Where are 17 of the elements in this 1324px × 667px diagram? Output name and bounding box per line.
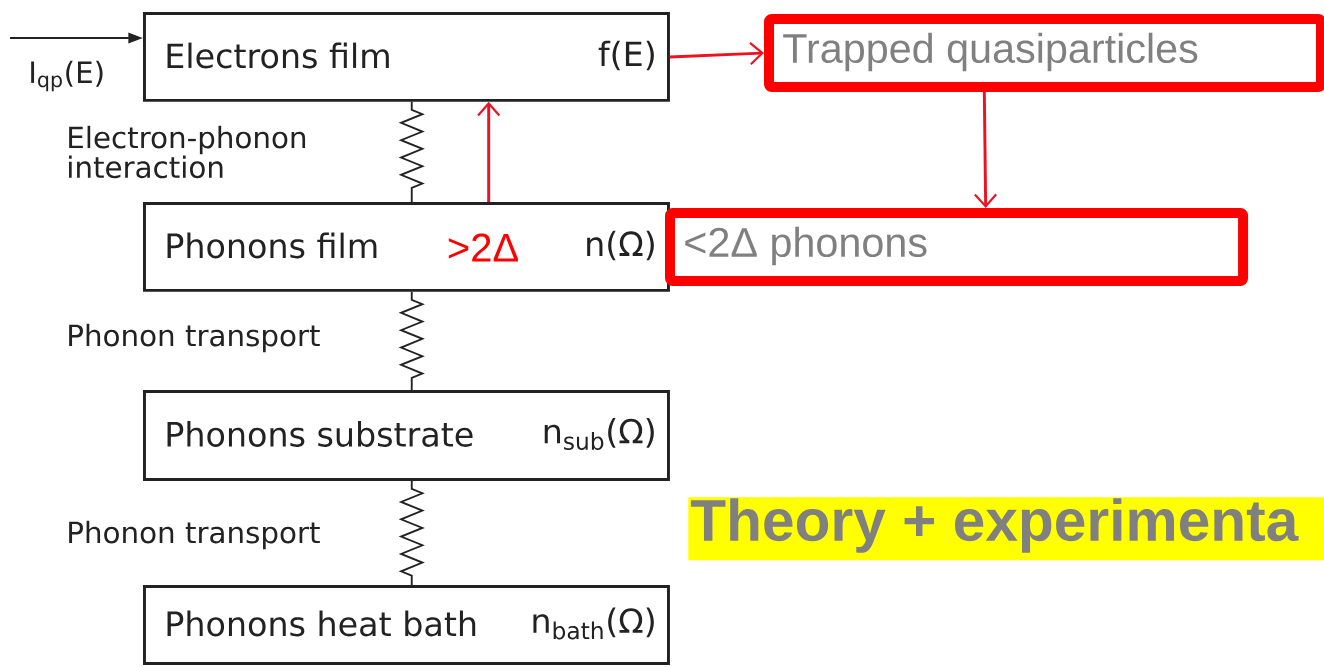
spring-line [398,480,425,586]
process-box: Phonons substrate n$_{sub}$(Ω) [143,390,670,481]
highlight-box: Trapped quasiparticles [764,14,1324,92]
arrow [974,92,997,208]
process-box: Phonons heat bath n$_{bath}$(Ω) [143,585,670,665]
highlighted-heading: Theory + experimenta [688,497,1324,561]
spring-line [398,100,425,203]
edge-label: Phonon transport [69,323,320,353]
arrow [477,101,501,202]
edge-label: I$_{qp}$(E) [31,60,103,92]
process-box: Electrons film f(E) [143,12,670,102]
edge-label: Electron-phonon interaction [69,125,306,179]
process-box: Phonons film >2Δ n(Ω) [143,202,670,292]
edge-label: Phonon transport [69,520,320,550]
highlight-box: <2Δ phonons [665,208,1249,286]
arrow [669,42,764,65]
spring-line [398,290,425,391]
